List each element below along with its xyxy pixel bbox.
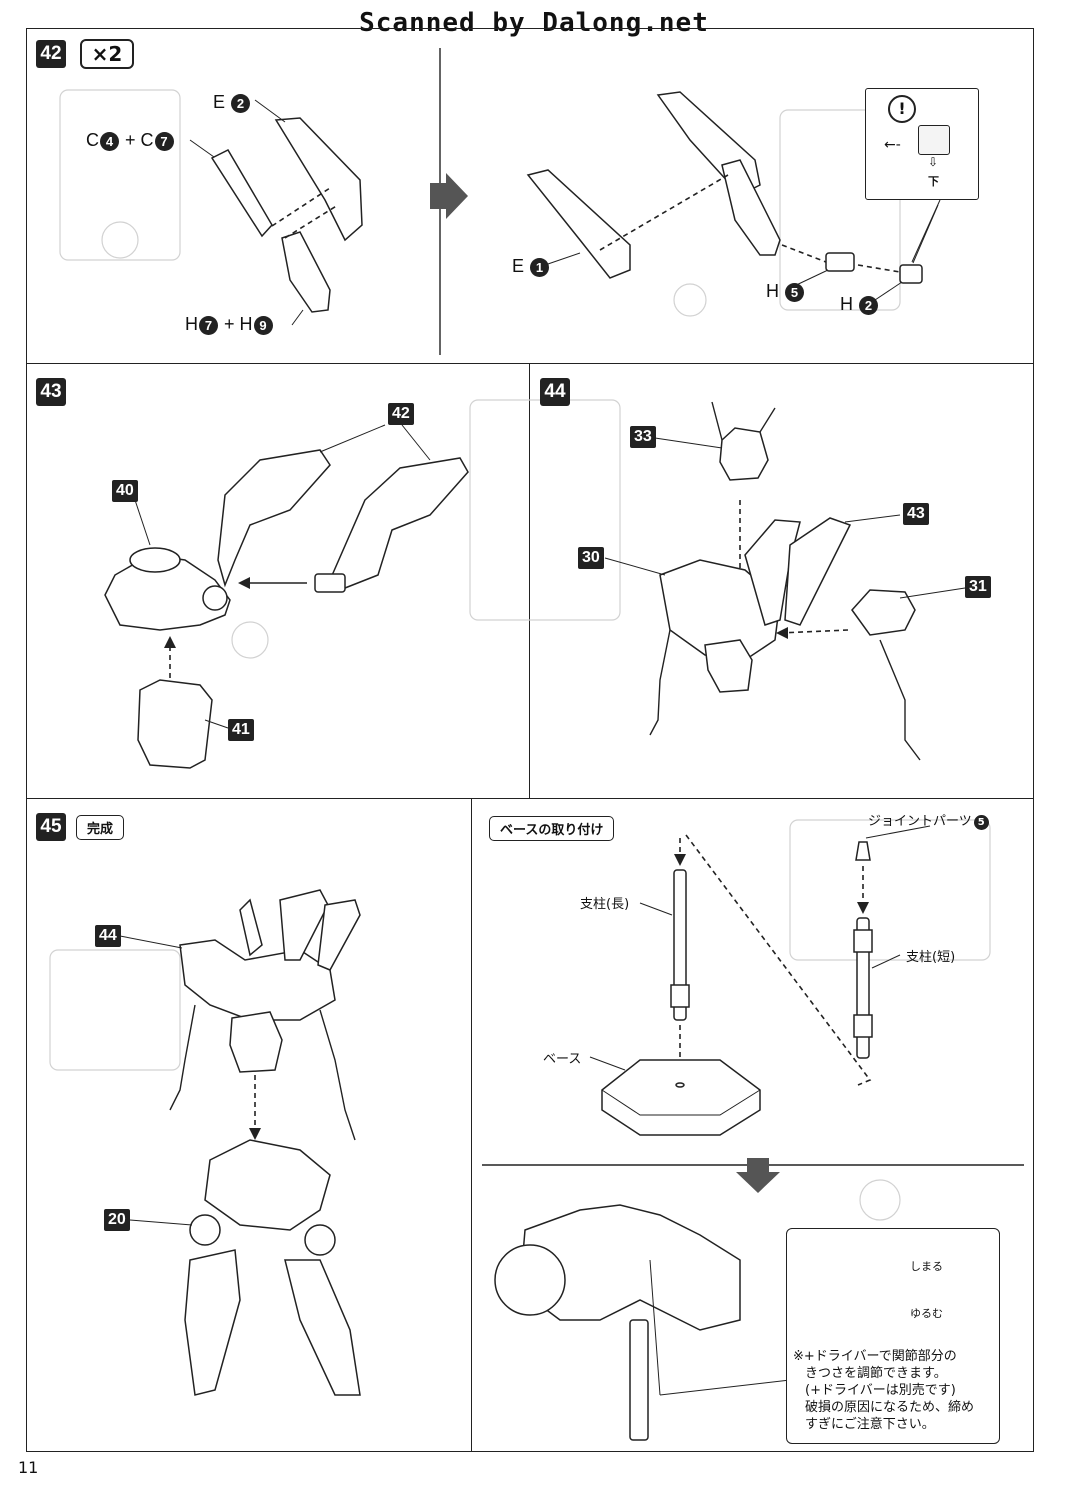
- runner-letter: H: [766, 281, 779, 301]
- part-label-e2: E 2: [213, 92, 251, 113]
- callout-33: 33: [630, 426, 656, 448]
- part-number-badge: 2: [859, 295, 879, 315]
- part-number-badge: 2: [231, 93, 251, 113]
- note-line: 破損の原因になるため、締め: [805, 1400, 975, 1415]
- part-number-badge: 4: [100, 131, 119, 151]
- step-42-multiplier: ×2: [80, 39, 134, 69]
- plus-sign: +: [224, 314, 235, 334]
- callout-20: 20: [104, 1209, 130, 1231]
- part-label-e1: E 1: [512, 256, 550, 277]
- tighten-label: しまる: [910, 1260, 943, 1273]
- long-pillar-label: 支柱(長): [580, 897, 630, 912]
- runner-letter: C: [140, 130, 154, 150]
- part-label-h5: H 5: [766, 281, 805, 302]
- callout-43: 43: [903, 503, 929, 525]
- step-42-parts-left: [189, 99, 363, 326]
- callout-31: 31: [965, 576, 991, 598]
- connector-part-icon: [918, 125, 950, 155]
- runner-letter: E: [512, 256, 525, 276]
- step-44-number: 44: [540, 378, 570, 406]
- runner-letter: E: [213, 92, 226, 112]
- step-45-assembly: [119, 889, 361, 1396]
- down-direction-label: 下: [928, 175, 939, 188]
- base-mounting-tag: ベースの取り付け: [489, 816, 615, 841]
- callout-42: 42: [388, 403, 414, 425]
- note-line: すぎにご注意下さい。: [805, 1417, 935, 1432]
- part-number-badge: 5: [785, 282, 805, 302]
- arrow-left-icon: ←-: [884, 137, 901, 153]
- callout-41: 41: [228, 719, 254, 741]
- part-number-badge: 7: [154, 131, 174, 151]
- step-43-number: 43: [36, 378, 66, 406]
- complete-tag: 完成: [76, 815, 125, 840]
- page-number: 11: [18, 1458, 39, 1477]
- step-42-number: 42: [36, 40, 66, 68]
- note-line: きつさを調節できます。: [805, 1366, 947, 1381]
- callout-30: 30: [578, 547, 604, 569]
- runner-letter: C: [86, 130, 99, 150]
- warning-icon: !: [888, 95, 916, 123]
- base-mounting-panel: [471, 798, 1034, 1452]
- note-line: (+ドライバーは別売です): [805, 1383, 956, 1398]
- plus-sign: +: [125, 130, 136, 150]
- step-45-number: 45: [36, 813, 66, 841]
- screwdriver-note: ※+ドライバーで関節部分の きつさを調節できます。 (+ドライバーは別売です) …: [793, 1348, 993, 1433]
- loosen-label: ゆるむ: [910, 1307, 943, 1320]
- runner-letter: H: [239, 314, 253, 334]
- short-pillar-label: 支柱(短): [906, 950, 956, 965]
- part-number-badge: 7: [199, 315, 218, 335]
- arrow-down-icon: ⇩: [928, 155, 939, 169]
- scanner-watermark: Scanned by Dalong.net: [359, 8, 709, 38]
- callout-40: 40: [112, 480, 138, 502]
- base-mounting-diagram: [482, 825, 1024, 1441]
- base-label: ベース: [543, 1052, 582, 1067]
- part-number-badge: 1: [530, 257, 550, 277]
- part-number-badge: 9: [253, 315, 273, 335]
- orientation-warning-box: ! ←- ⇩ 下: [865, 88, 979, 200]
- step-44-assembly: [604, 401, 966, 761]
- note-line: ※+ドライバーで関節部分の: [793, 1349, 957, 1364]
- joint-part-text: ジョイントパーツ: [868, 814, 972, 829]
- callout-44: 44: [95, 925, 121, 947]
- step-42-parts-right: [526, 91, 941, 301]
- runner-letter: H: [185, 314, 198, 334]
- step-43-assembly: [104, 424, 469, 769]
- screwdriver-detail-box: [786, 1228, 1000, 1444]
- runner-letter: H: [840, 294, 853, 314]
- step-42-arrow: [430, 173, 468, 219]
- part-number-badge: 5: [973, 815, 989, 830]
- part-label-h2: H 2: [840, 294, 879, 315]
